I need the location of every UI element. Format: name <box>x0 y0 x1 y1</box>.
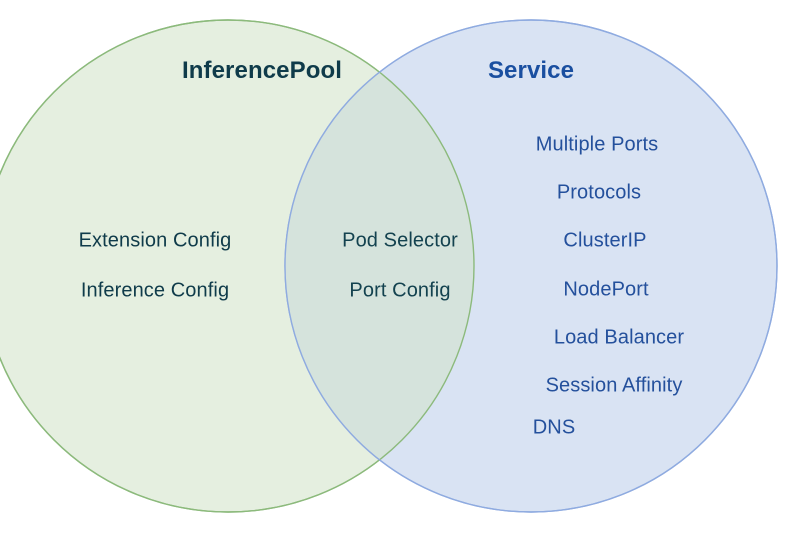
left-set-title: InferencePool <box>181 57 343 84</box>
right-item-multiple-ports: Multiple Ports <box>535 133 659 156</box>
left-item-extension-config: Extension Config <box>78 229 232 252</box>
right-circle-outline <box>284 19 778 513</box>
left-circle-outline <box>0 19 475 513</box>
right-item-nodeport: NodePort <box>563 278 649 301</box>
left-item-inference-config: Inference Config <box>80 279 230 302</box>
center-item-port-config: Port Config <box>349 279 451 302</box>
overlap-region[interactable] <box>285 20 777 512</box>
right-item-load-balancer: Load Balancer <box>553 326 685 349</box>
right-set-title: Service <box>487 57 575 84</box>
right-item-dns: DNS <box>532 416 576 439</box>
right-item-clusterip: ClusterIP <box>563 229 647 252</box>
right-item-session-affinity: Session Affinity <box>545 374 683 397</box>
right-item-protocols: Protocols <box>556 181 642 204</box>
center-item-pod-selector: Pod Selector <box>342 229 458 252</box>
